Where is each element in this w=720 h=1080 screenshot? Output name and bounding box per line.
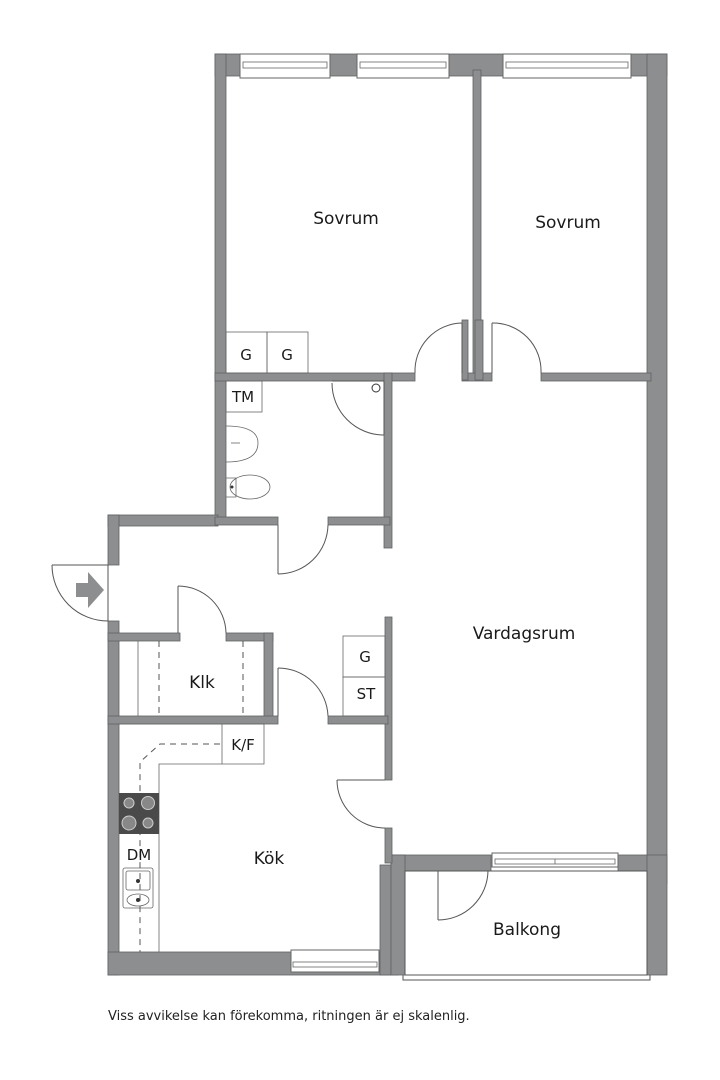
room-label-sovrum-2: Sovrum	[535, 213, 601, 233]
balcony-outline	[402, 852, 651, 981]
room-label-balkong: Balkong	[493, 920, 561, 940]
interior-walls	[107, 319, 652, 864]
exterior-walls	[107, 53, 668, 976]
closet-interior	[137, 641, 244, 716]
fixture-label-dm: DM	[127, 846, 152, 864]
kitchen-window	[290, 949, 380, 973]
fixture-label-st: ST	[357, 685, 377, 703]
disclaimer-text: Viss avvikelse kan förekomma, ritningen …	[108, 1009, 470, 1024]
fixture-label-kf: K/F	[231, 736, 255, 754]
kitchen-counter	[119, 723, 265, 952]
entrance-arrow-icon	[76, 572, 104, 608]
bathroom-fixtures	[225, 380, 385, 500]
room-label-vardagsrum: Vardagsrum	[473, 624, 576, 644]
fixture-label-g3: G	[359, 648, 371, 666]
doors	[51, 322, 542, 921]
room-label-klk: Klk	[189, 673, 215, 693]
room-label-kok: Kök	[254, 849, 285, 869]
fixture-label-g2: G	[281, 346, 293, 364]
fixture-label-g1: G	[240, 346, 252, 364]
wardrobes-bedroom	[225, 331, 309, 374]
windows-top	[239, 53, 632, 79]
room-label-sovrum-1: Sovrum	[313, 209, 379, 229]
hall-storage	[342, 635, 386, 717]
fixture-label-tm: TM	[231, 388, 254, 406]
